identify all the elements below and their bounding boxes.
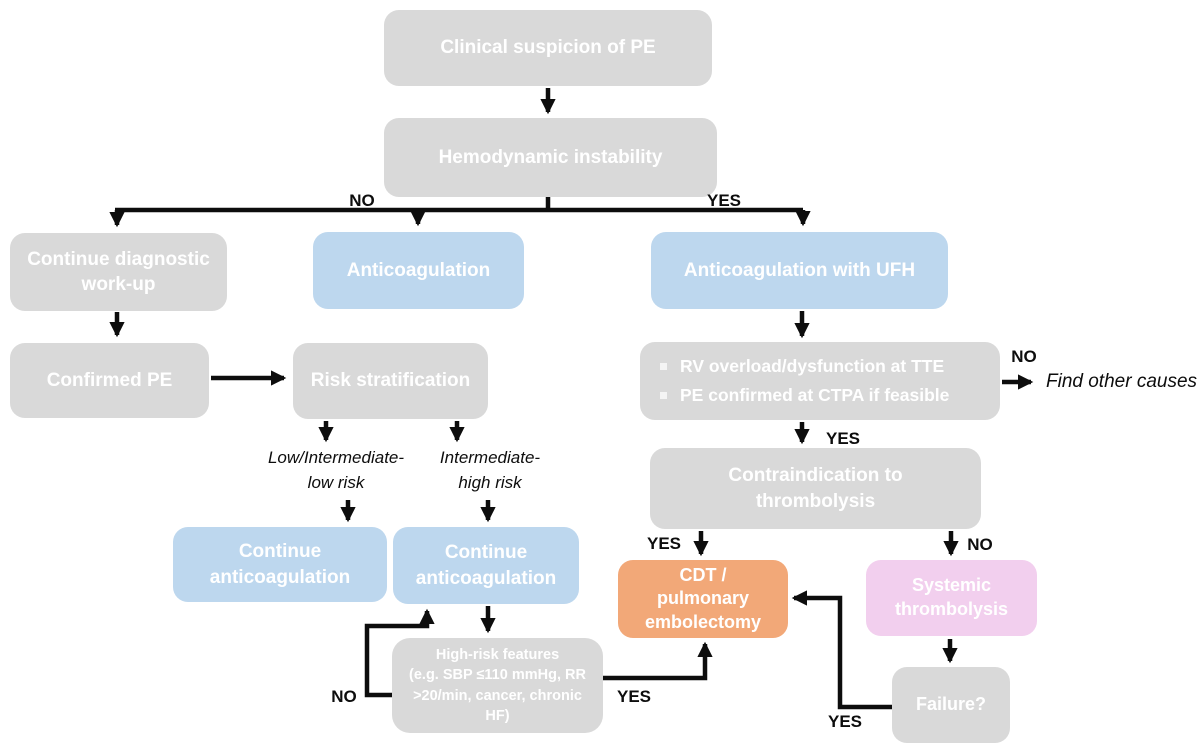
loop-failure-yes-to-cdt [791, 590, 892, 710]
edge-label-hemodynamic-no: NO [349, 191, 375, 210]
node-continue-anticoagulation-low: Continue anticoagulation [173, 527, 387, 602]
edge-label-contraindication-no: NO [967, 535, 993, 554]
node-failure: Failure? [892, 667, 1010, 743]
edge-label-contraindication-yes: YES [646, 534, 682, 553]
elbow-high-risk-yes-to-cdt [603, 641, 713, 681]
node-cdt-pulmonary-embolectomy: CDT / pulmonary embolectomy [618, 560, 788, 638]
rv-bullet-row: RV overload/dysfunction at TTE [640, 355, 944, 378]
edge-label-rv-yes: YES [825, 429, 861, 448]
edge-label-hemodynamic-yes: YES [706, 191, 742, 210]
edge-label-intermediate-high-risk: Intermediate- high risk [439, 448, 541, 492]
node-risk-stratification: Risk stratification [293, 343, 488, 419]
edge-label-failure-yes: YES [827, 712, 863, 731]
node-anticoagulation-with-ufh: Anticoagulation with UFH [651, 232, 948, 309]
edge-label-high-risk-no: NO [331, 687, 357, 706]
node-confirmed-pe: Confirmed PE [10, 343, 209, 418]
node-clinical-suspicion-pe: Clinical suspicion of PE [384, 10, 712, 86]
node-continue-diagnostic-workup: Continue diagnostic work-up [10, 233, 227, 311]
bullet-square-icon [660, 391, 667, 399]
node-systemic-thrombolysis: Systemic thrombolysis [866, 560, 1037, 636]
rv-bullet-text: RV overload/dysfunction at TTE [680, 356, 945, 377]
node-anticoagulation: Anticoagulation [313, 232, 524, 309]
node-contraindication-thrombolysis: Contraindication to thrombolysis [650, 448, 981, 529]
rv-bullet-row: PE confirmed at CTPA if feasible [640, 384, 949, 407]
loop-high-risk-no-to-continue-anticoag [364, 608, 435, 698]
find-other-causes-text: Find other causes [1046, 371, 1198, 392]
branch-hemodynamic-bar [115, 197, 803, 213]
edge-label-high-risk-yes: YES [616, 687, 652, 706]
node-rv-assessment: RV overload/dysfunction at TTE PE confir… [640, 342, 1000, 420]
edge-label-rv-no: NO [1011, 347, 1037, 366]
node-high-risk-features: High-risk features (e.g. SBP ≤110 mmHg, … [392, 638, 603, 733]
node-continue-anticoagulation-int-high: Continue anticoagulation [393, 527, 579, 604]
rv-bullet-text: PE confirmed at CTPA if feasible [680, 384, 950, 405]
node-hemodynamic-instability: Hemodynamic instability [384, 118, 717, 197]
bullet-square-icon [660, 363, 667, 371]
edge-label-low-intermediate-low-risk: Low/Intermediate- low risk [267, 448, 405, 492]
